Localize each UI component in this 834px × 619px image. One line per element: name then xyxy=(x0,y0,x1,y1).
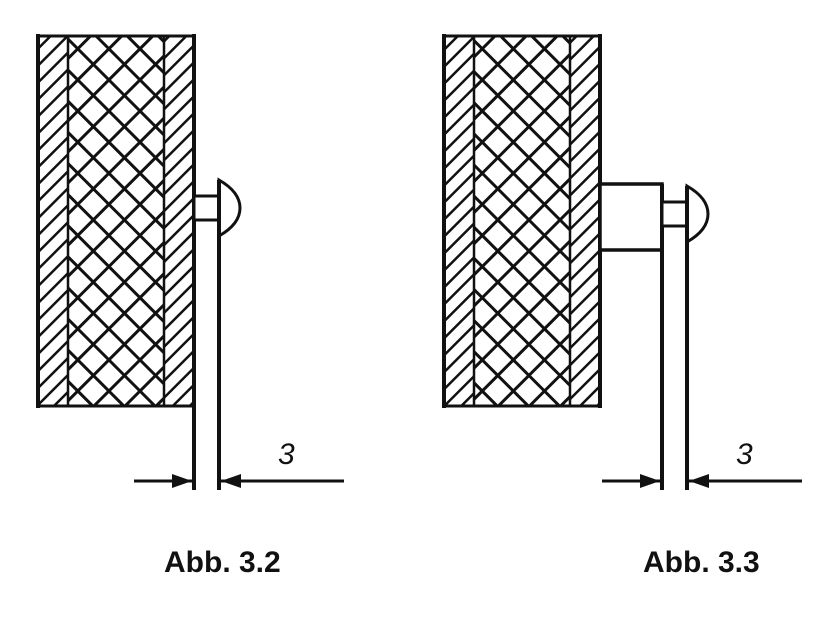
figure-caption: Abb. 3.2 xyxy=(164,546,281,579)
figure-caption: Abb. 3.3 xyxy=(643,546,760,579)
figure-3-3: 3 Abb. 3.3 xyxy=(442,34,802,579)
wall-outer-layer xyxy=(38,36,68,406)
spacer-block xyxy=(598,182,664,252)
wall-panel xyxy=(442,34,602,408)
wall-inner-layer xyxy=(570,36,600,406)
arrowhead-left xyxy=(172,474,192,488)
rivet-head xyxy=(685,183,710,245)
dimension-label: 3 xyxy=(736,438,753,471)
figure-3-2: 3 Abb. 3.2 xyxy=(36,34,344,579)
dimension-gap: 3 xyxy=(134,438,344,488)
rivet-fastener xyxy=(192,177,242,239)
wall-inner-layer xyxy=(164,36,194,406)
arrowhead-right xyxy=(689,474,709,488)
rivet-fastener xyxy=(660,183,710,245)
rivet-shank xyxy=(660,200,689,228)
wall-outer-layer xyxy=(444,36,474,406)
arrowhead-left xyxy=(640,474,660,488)
wall-insulation-core xyxy=(474,36,570,406)
dimension-label: 3 xyxy=(278,438,295,471)
arrowhead-right xyxy=(221,474,241,488)
rivet-head xyxy=(217,177,242,239)
dimension-gap: 3 xyxy=(602,438,802,488)
rivet-shank xyxy=(192,194,221,222)
wall-insulation-core xyxy=(68,36,164,406)
wall-panel xyxy=(36,34,196,490)
